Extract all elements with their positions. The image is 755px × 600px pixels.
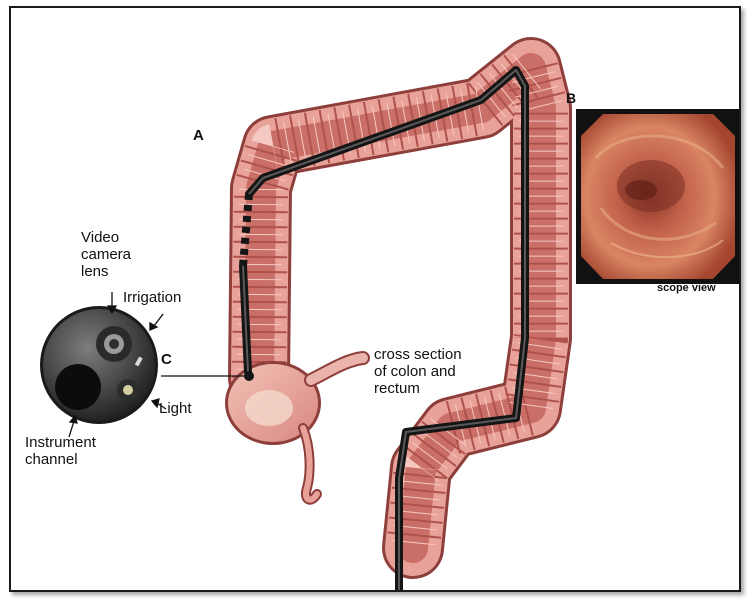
scope-view-inset: [576, 109, 740, 284]
light-label: Light: [159, 400, 192, 417]
scope-tip-closeup: [40, 306, 158, 424]
irrigation-label: Irrigation: [123, 289, 181, 306]
illustration-frame: A B C scope view cross section of colon …: [9, 6, 741, 592]
cross-section-label: cross section of colon and rectum: [374, 346, 462, 397]
label-b: B: [566, 90, 576, 106]
scope-view-caption: scope view: [657, 282, 716, 294]
scope-tip: [244, 371, 254, 381]
light-source: [123, 385, 133, 395]
instrument-channel-opening: [55, 364, 101, 410]
instrument-channel-label: Instrument channel: [25, 434, 96, 468]
label-c: C: [161, 351, 172, 368]
colon: [225, 68, 541, 548]
video-camera-lens-label: Video camera lens: [81, 229, 131, 280]
colonoscopy-illustration: [11, 8, 741, 592]
label-a: A: [193, 127, 204, 144]
